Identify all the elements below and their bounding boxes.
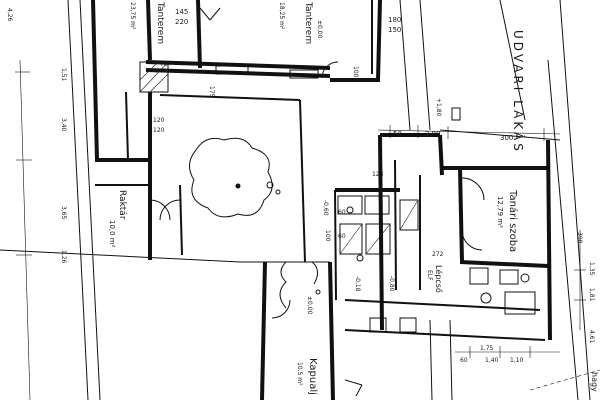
dim-label: 1,40 — [485, 357, 499, 364]
dim-label: 120 — [153, 127, 165, 134]
service-core — [334, 107, 461, 331]
room-label-hagy: hagy — [590, 372, 599, 392]
dim-label: 2,80 — [425, 130, 441, 138]
dim-label: 1,51 — [60, 68, 67, 82]
dim-label: 220 — [175, 18, 188, 26]
dim-label: 145 — [175, 8, 188, 16]
dim-label: 1,75 — [480, 345, 494, 352]
dim-label: 272 — [432, 251, 444, 258]
entrance-passage — [260, 261, 546, 400]
dim-label: 50 — [393, 130, 402, 138]
room-label-lepcso: Lépcső — [434, 265, 444, 293]
room-area-tanterem-mid: 18,25 m² — [278, 2, 285, 30]
level-marker-d: -0,18 — [354, 276, 361, 292]
dim-label: 60 — [338, 209, 346, 216]
dim-label: 1,81 — [588, 288, 595, 302]
level-marker-c: -0,60 — [322, 200, 329, 216]
dim-label: 60 — [460, 357, 468, 364]
dim-label: 150 — [388, 26, 401, 34]
room-label-udvari-lakas: UDVARI LAKÁS — [511, 30, 526, 154]
courtyard — [159, 94, 306, 263]
dim-label: 180 — [388, 16, 401, 24]
dim-label: 300 — [500, 134, 513, 142]
dim-label: 1,26 — [60, 250, 67, 264]
room-label-tanterem-left: Tanterem — [155, 1, 165, 44]
dim-label: 70 — [160, 61, 168, 68]
room-label-tanterem-mid: Tanterem — [303, 1, 313, 44]
classroom-block-top — [91, 0, 382, 161]
dim-label: 100 — [352, 66, 359, 78]
dim-label: 398 — [576, 232, 583, 244]
dim-label: 4,61 — [588, 330, 595, 344]
room-tag-lepcso: ELF — [426, 270, 433, 281]
dim-label: 1,10 — [510, 357, 524, 364]
corridor-left — [95, 91, 183, 260]
dimension-lines — [15, 59, 586, 400]
room-label-tanari-szoba: Tanári szoba — [507, 189, 519, 252]
room-area-raktar: 10,0 m² — [108, 220, 116, 248]
dim-label: 3,65 — [60, 206, 67, 220]
room-label-kapualj: Kapualj — [307, 358, 318, 395]
dim-label: 60 — [338, 233, 346, 240]
room-area-tanari-szoba: 12,79 m² — [496, 196, 504, 228]
room-area-tanterem-left: 23,75 m² — [129, 2, 136, 30]
level-marker-e: ±0,00 — [306, 296, 313, 315]
level-marker-f: -0,80 — [388, 276, 395, 292]
dim-label: 120 — [153, 117, 165, 124]
dim-label: 4,26 — [6, 8, 13, 22]
dim-label: 100 — [324, 230, 331, 242]
room-area-kapualj: 10,5 m² — [296, 362, 303, 386]
dim-label: 1,35 — [588, 262, 595, 276]
tree-icon — [189, 137, 273, 218]
teacher-room — [440, 139, 552, 341]
dim-label: 3,40 — [60, 118, 67, 132]
room-label-raktar: Raktár — [117, 190, 127, 220]
level-marker-b: +1,80 — [435, 98, 442, 117]
dim-label: 175 — [208, 86, 215, 98]
dim-label: 123 — [372, 171, 384, 178]
level-marker-a: ±0,00 — [316, 20, 323, 39]
